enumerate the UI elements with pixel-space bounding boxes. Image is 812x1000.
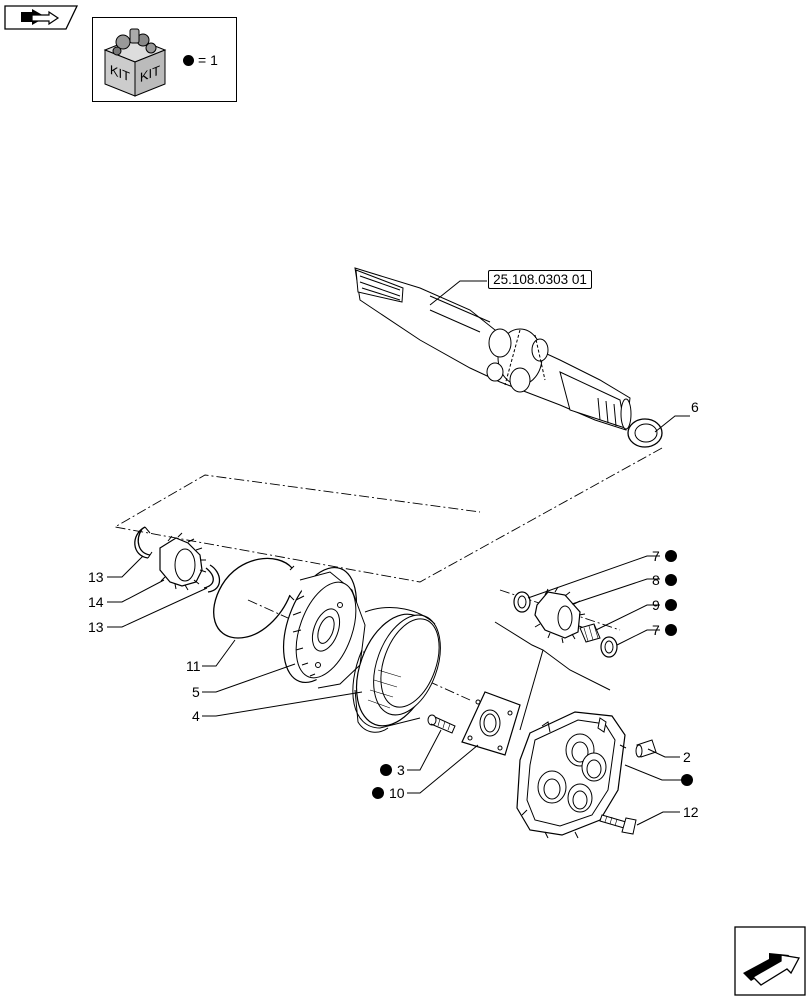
callout-8: 8: [652, 572, 660, 588]
callout-11: 11: [186, 658, 201, 674]
gear-14: [159, 532, 207, 591]
callout-13b: 13: [88, 619, 104, 635]
callout-2: 2: [683, 749, 691, 765]
assembly-path-line: [113, 447, 663, 583]
kit-dot-icon: [665, 624, 677, 636]
snap-ring-13-left: [134, 526, 153, 559]
kit-legend-text: = 1: [183, 53, 218, 67]
callout-9: 9: [652, 597, 660, 613]
kit-dot-icon: [665, 599, 677, 611]
drain-plug-2: [635, 739, 657, 758]
callout-6: 6: [691, 399, 699, 415]
retaining-ring-11: [213, 557, 295, 639]
leader-lines: [107, 280, 690, 826]
gasket-plate-10: [461, 691, 521, 756]
kit-dot-icon: [183, 55, 194, 66]
kit-dot-icon: [380, 764, 392, 776]
kit-dot-icon: [372, 787, 384, 799]
planet-carrier-5: [282, 566, 366, 689]
hub-housing: [516, 711, 627, 839]
callout-3: 3: [397, 762, 405, 778]
callout-7a: 7: [652, 548, 660, 564]
callout-12: 12: [683, 804, 699, 820]
kit-dot-icon: [681, 774, 693, 786]
ring-gear-4: [352, 607, 441, 733]
bolt-12: [599, 814, 637, 835]
next-page-arrow-icon[interactable]: [733, 925, 807, 997]
kit-icon: KIT KIT: [103, 28, 167, 97]
callout-10: 10: [389, 785, 405, 801]
kit-dot-icon: [665, 550, 677, 562]
thrust-washer-6: [627, 418, 663, 448]
callout-4: 4: [192, 708, 200, 724]
callout-7b: 7: [652, 622, 660, 638]
snap-ring-13-right: [203, 564, 221, 593]
reference-code-box[interactable]: 25.108.0303 01: [488, 270, 592, 289]
axle-shaft: [354, 267, 632, 431]
callout-5: 5: [192, 684, 200, 700]
screw-3: [427, 714, 456, 734]
planet-gear-set: [494, 586, 618, 731]
back-arrow-icon[interactable]: [2, 2, 80, 32]
kit-legend-box: KIT KIT = 1: [92, 17, 237, 102]
kit-dot-icon: [665, 574, 677, 586]
callout-14: 14: [88, 594, 104, 610]
callout-13a: 13: [88, 569, 104, 585]
